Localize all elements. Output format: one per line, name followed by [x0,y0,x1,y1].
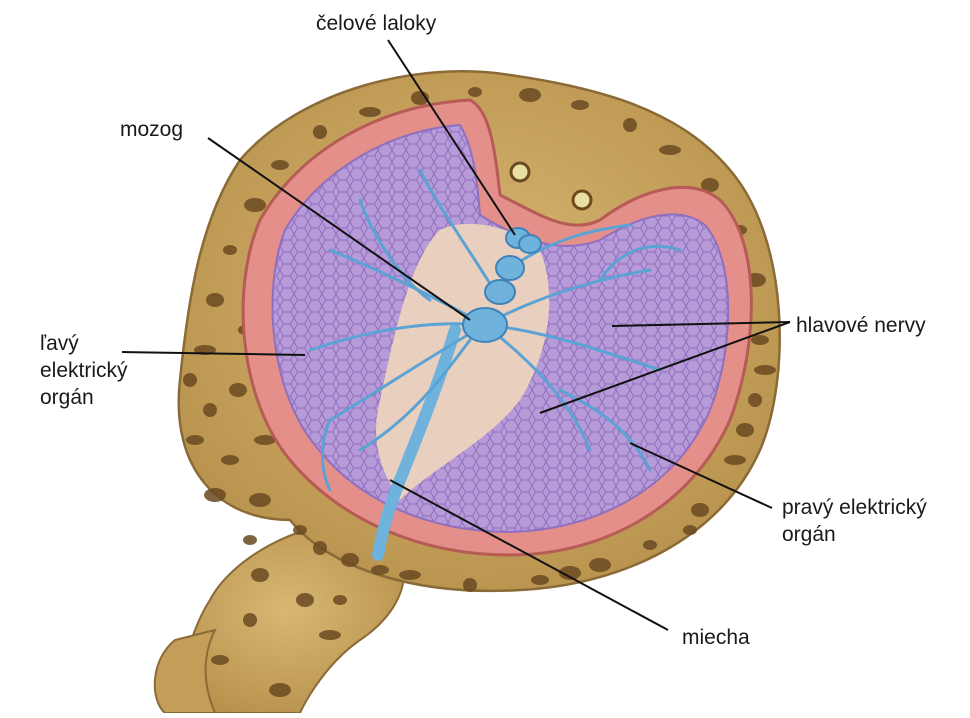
skin-spot [211,655,229,665]
skin-spot [724,455,746,465]
skin-spot [204,488,226,502]
skin-spot [249,493,271,507]
label-brain: mozog [120,116,183,143]
skin-spot [269,683,291,697]
label-right-electric-organ: pravý elektrický orgán [782,494,927,548]
skin-spot [251,568,269,582]
skin-spot [691,503,709,517]
skin-spot [203,403,217,417]
skin-spot [754,365,776,375]
skin-spot [623,118,637,132]
skin-spot [313,541,327,555]
skin-spot [243,535,257,545]
skin-spot [399,570,421,580]
skin-spot [313,125,327,139]
label-cranial-nerves: hlavové nervy [796,312,926,339]
skin-spot [751,335,769,345]
skin-spot [183,373,197,387]
skin-spot [683,525,697,535]
skin-spot [519,88,541,102]
skin-spot [736,423,754,437]
skin-spot [643,540,657,550]
skin-spot [463,578,477,592]
skin-spot [296,593,314,607]
skin-spot [223,245,237,255]
skin-spot [531,575,549,585]
skin-spot [589,558,611,572]
skin-spot [571,100,589,110]
skin-spot [271,160,289,170]
skin-spot [333,595,347,605]
skin-spot [359,107,381,117]
skin-spot [371,565,389,575]
label-spinal-cord: miecha [682,624,750,651]
skin-spot [229,383,247,397]
skin-spot [659,145,681,155]
skin-spot [244,198,266,212]
skin-spot [341,553,359,567]
skin-spot [319,630,341,640]
label-left-electric-organ: ľavý elektrický orgán [40,330,128,411]
skin-spot [293,525,307,535]
skin-spot [186,435,204,445]
skin-spot [748,393,762,407]
skin-spot [221,455,239,465]
skin-spot [206,293,224,307]
skin-spot [468,87,482,97]
tail-fin [155,630,215,713]
label-frontal-lobes: čelové laloky [316,10,436,37]
skin-spot [243,613,257,627]
